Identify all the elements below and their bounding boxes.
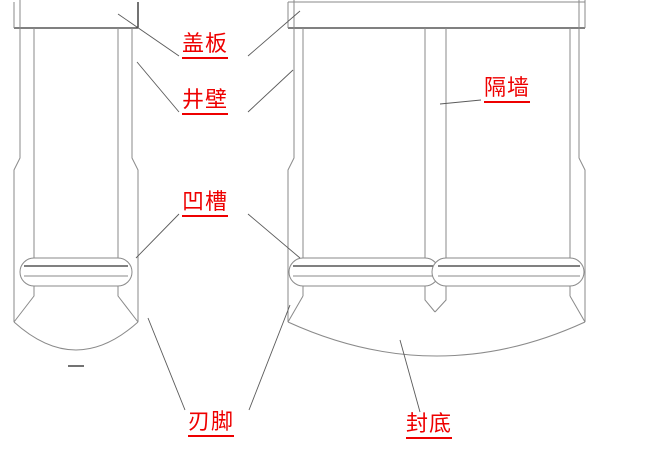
right-caisson-structure — [287, 0, 586, 357]
leader-line-partition-wall-0 — [439, 99, 482, 105]
right-groove-right-cell — [431, 257, 585, 287]
label-cutting-edge: 刃脚 — [188, 410, 235, 437]
left-wall-outer-right — [131, 28, 139, 322]
left-cover-plate — [13, 0, 139, 29]
leader-line-sealed-bottom-0 — [399, 339, 421, 413]
right-groove-left-cell — [288, 257, 440, 287]
leader-line-well-wall-0 — [136, 61, 180, 113]
label-well-wall: 井壁 — [182, 88, 229, 115]
leader-lines-group — [117, 10, 482, 413]
leader-line-cutting-edge-1 — [248, 304, 291, 411]
leader-line-cutting-edge-0 — [147, 317, 186, 411]
right-partition-wall-left-face — [424, 28, 436, 313]
label-groove: 凹槽 — [182, 190, 229, 217]
right-wall-outer-left — [287, 28, 295, 322]
leader-line-cover-plate-0 — [117, 13, 180, 57]
leader-line-cover-plate-1 — [247, 10, 301, 57]
leader-line-groove-0 — [135, 213, 180, 259]
left-wall-outer-left — [13, 28, 21, 322]
left-cutting-edge — [13, 290, 139, 367]
left-groove — [19, 257, 133, 287]
leader-line-well-wall-1 — [247, 69, 294, 113]
right-cover-plate — [287, 0, 586, 29]
label-cover-plate: 盖板 — [182, 32, 229, 59]
right-partition-wall-right-face — [434, 28, 447, 313]
label-sealed-bottom: 封底 — [406, 412, 453, 439]
left-caisson-structure — [13, 0, 139, 367]
right-wall-outer-right — [578, 28, 586, 322]
right-cutting-edge-right — [569, 295, 586, 323]
label-partition-wall: 隔墙 — [484, 76, 531, 103]
right-sealed-bottom — [287, 321, 586, 357]
right-cutting-edge-left — [287, 295, 304, 323]
leader-line-groove-1 — [247, 213, 301, 259]
